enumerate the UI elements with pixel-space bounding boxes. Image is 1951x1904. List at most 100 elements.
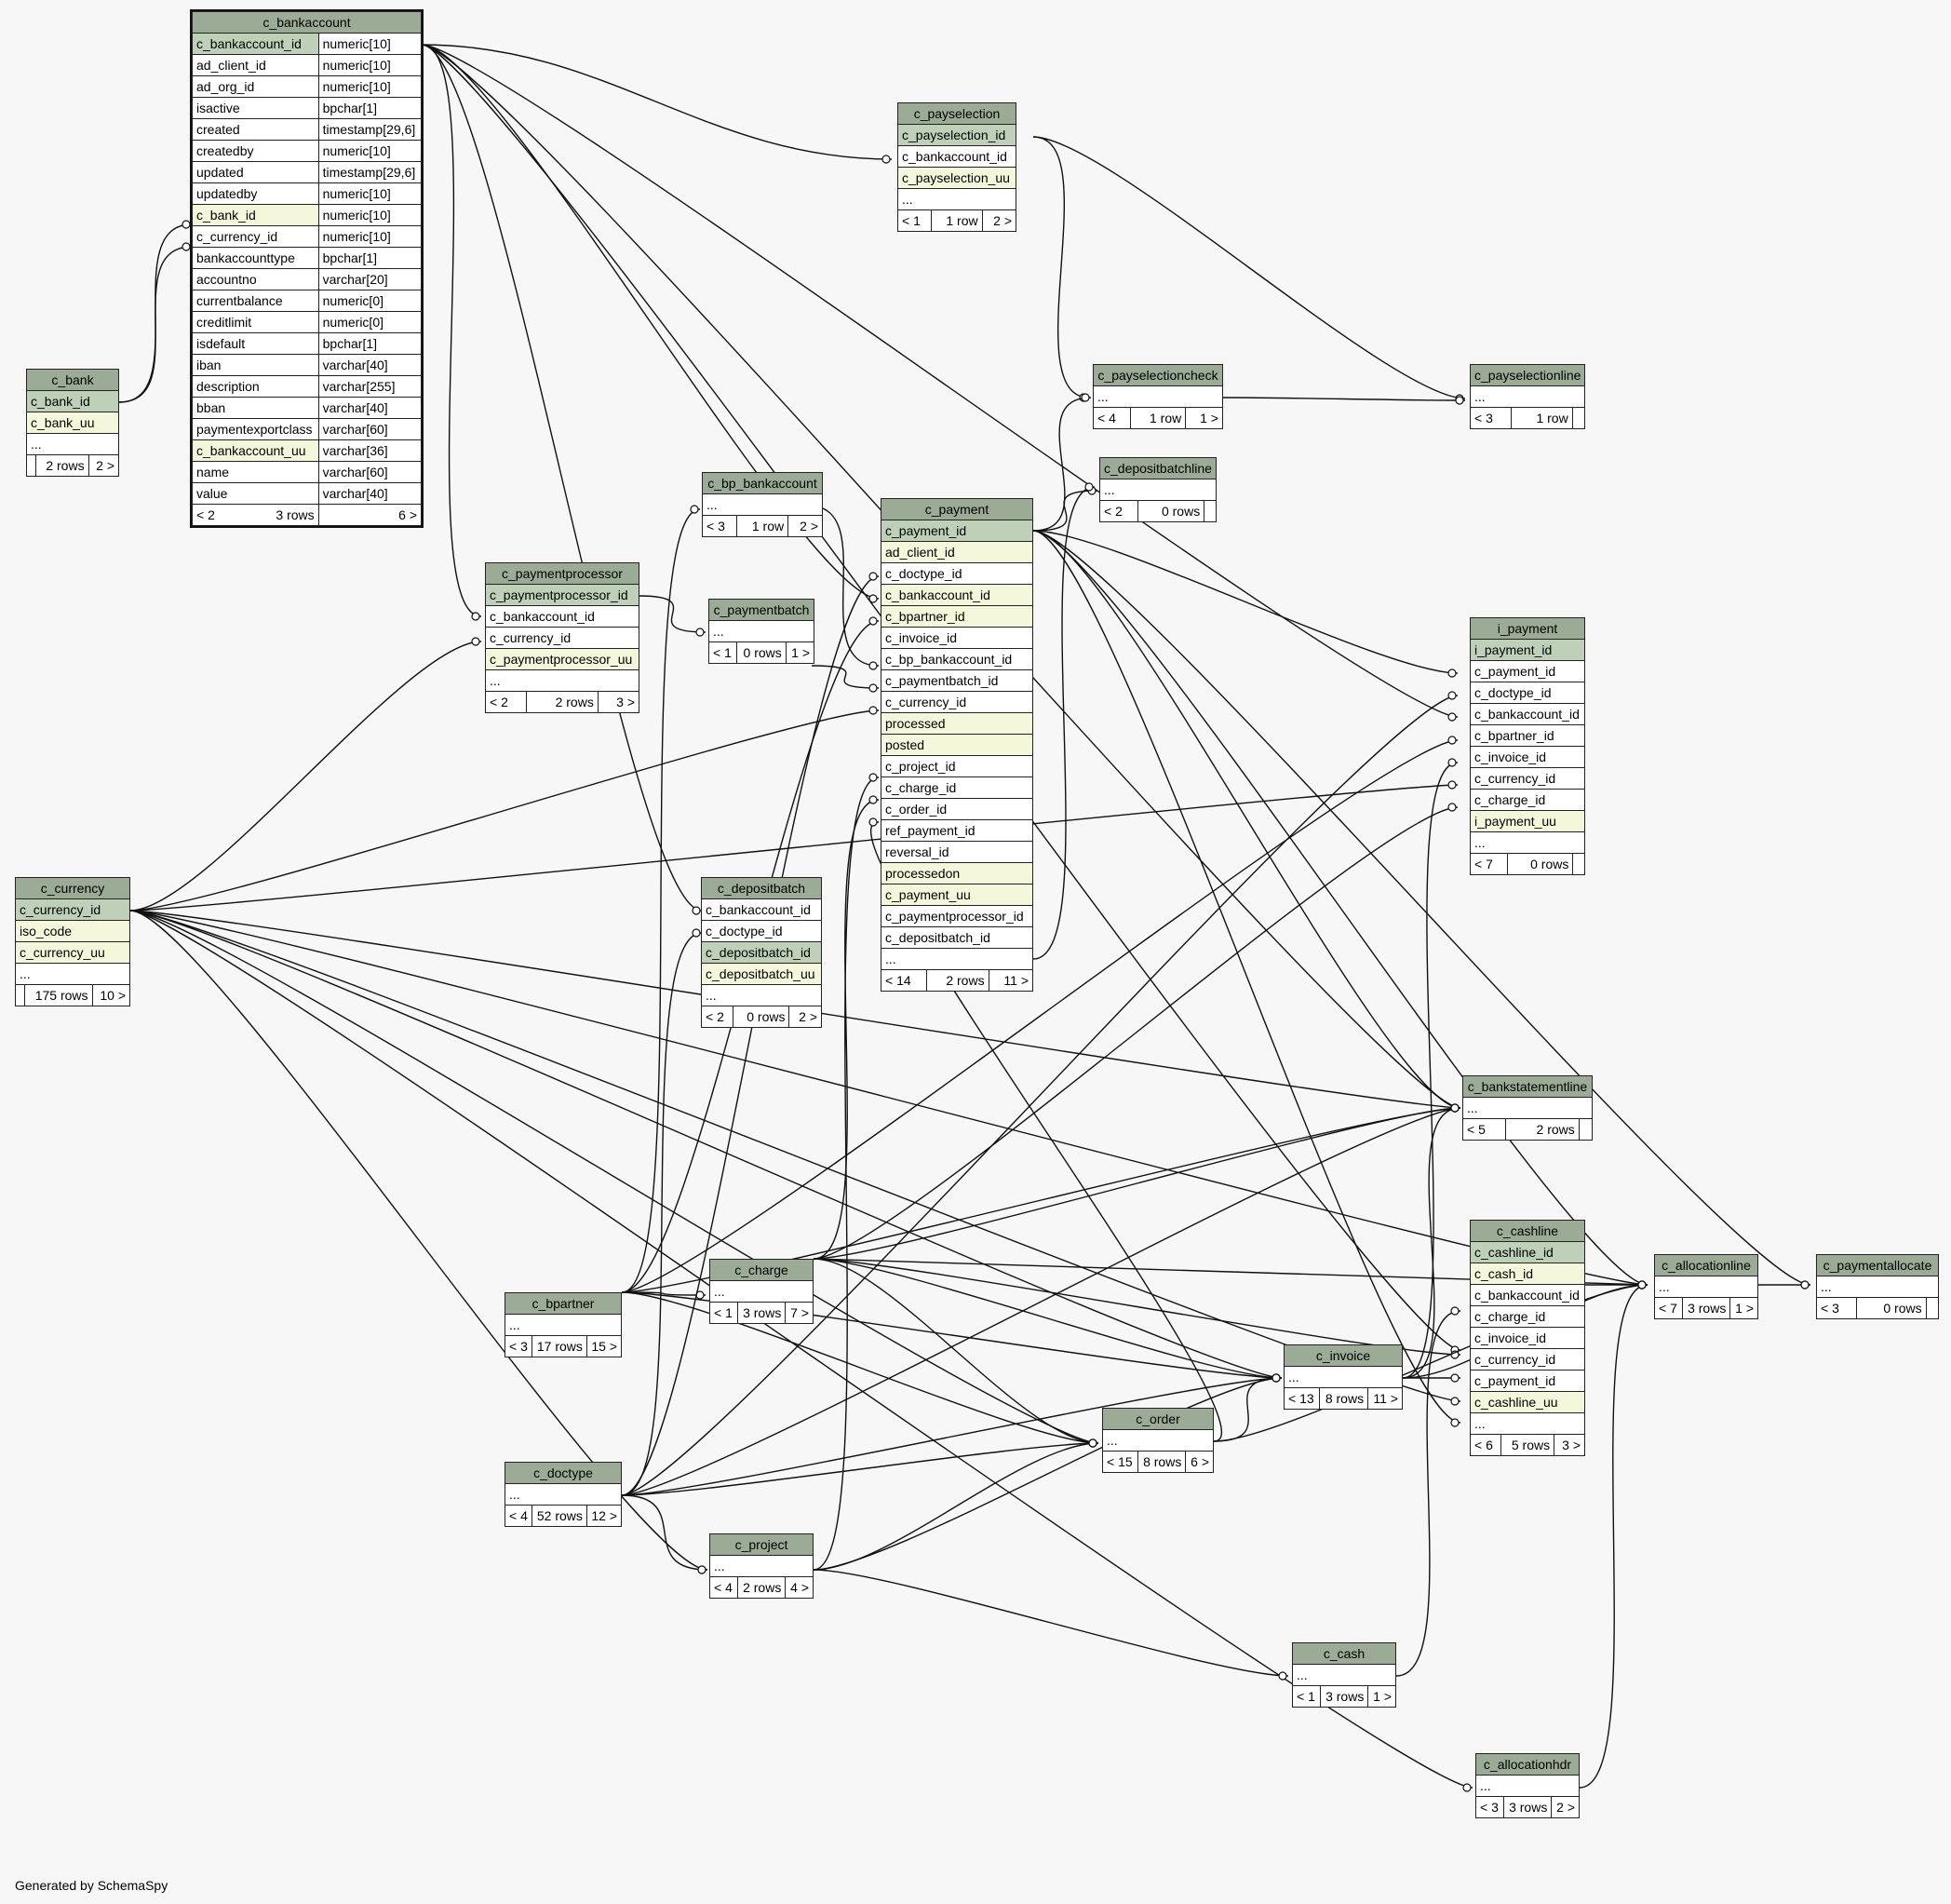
optional-marker (690, 505, 699, 514)
footer-rows: 175 rows (23, 984, 93, 1006)
table-row: c_bankaccount_id (1470, 1284, 1585, 1306)
table-row: c_payment_uu (881, 884, 1033, 906)
optional-marker (1088, 1438, 1097, 1448)
optional-marker (1637, 1280, 1647, 1290)
column-name: description (192, 375, 319, 398)
optional-marker (1447, 668, 1457, 678)
footer-prev: < 2 (700, 1006, 734, 1028)
table-row: c_bankaccount_id (897, 145, 1016, 168)
table-row: iso_code (15, 920, 130, 942)
optional-marker (697, 1565, 706, 1574)
table-title: c_payselectionline (1469, 364, 1586, 386)
table-row: ... (1469, 385, 1586, 408)
optional-marker (471, 637, 480, 646)
relationship-line (1395, 1310, 1461, 1677)
optional-marker (692, 906, 701, 915)
footer-prev (15, 984, 25, 1006)
table-row: ... (1284, 1366, 1403, 1388)
table-title: c_paymentallocate (1816, 1254, 1939, 1276)
optional-marker (1800, 1280, 1810, 1290)
table-row: c_doctype_id (1470, 682, 1585, 704)
table-row: c_charge_id (1470, 789, 1585, 811)
footer-next (1204, 500, 1217, 522)
relationship-line (813, 1258, 1283, 1379)
relationship-line (1032, 486, 1096, 960)
optional-marker (1450, 1103, 1460, 1113)
generated-by-footer: Generated by SchemaSpy (15, 1878, 168, 1893)
optional-marker (1087, 486, 1097, 495)
footer-rows: 17 rows (531, 1335, 587, 1357)
optional-marker (1272, 1373, 1281, 1383)
footer-rows: 2 rows (35, 454, 89, 477)
footer-rows: 0 rows (1507, 853, 1574, 875)
footer-rows: 2 rows (925, 969, 989, 992)
relationship-line (813, 1107, 1461, 1260)
table-footer-next: 6 > (317, 504, 423, 526)
footer-prev: < 3 (1816, 1297, 1857, 1319)
table-row: c_paymentprocessor_uu (485, 648, 639, 670)
optional-marker (1450, 1103, 1460, 1113)
column-type: numeric[10] (317, 182, 423, 205)
table-title: c_cashline (1470, 1220, 1585, 1242)
footer-rows: 1 row (931, 209, 983, 232)
optional-marker (1081, 393, 1090, 402)
relationship-line (813, 1377, 1283, 1571)
table-row: c_bpartner_id (881, 605, 1033, 628)
footer-next: 1 > (1185, 407, 1223, 429)
footer-rows: 2 rows (736, 1576, 787, 1599)
relationship-line (621, 1291, 1099, 1444)
optional-marker (1088, 1438, 1097, 1448)
footer-prev: < 4 (504, 1505, 533, 1527)
footer-prev: < 1 (709, 1302, 738, 1324)
footer-next (1578, 1118, 1594, 1141)
footer-next: 3 > (597, 691, 640, 713)
footer-prev: < 14 (881, 969, 927, 992)
table-row: c_currency_uu (15, 941, 130, 964)
table-title: c_allocationline (1654, 1254, 1758, 1276)
table-row: c_doctype_id (701, 920, 822, 942)
table-row: ... (1462, 1097, 1593, 1119)
table-row: c_depositbatch_id (881, 926, 1033, 949)
table-row: ... (26, 433, 119, 455)
table-row: ... (1093, 385, 1223, 408)
footer-prev: < 6 (1470, 1434, 1501, 1456)
optional-marker (1450, 1103, 1460, 1113)
table-row: ... (1475, 1775, 1580, 1797)
table-row: c_depositbatch_uu (701, 963, 822, 985)
relationship-line (1032, 136, 1466, 399)
table-title: c_payment (881, 498, 1033, 520)
optional-marker (1637, 1280, 1647, 1290)
footer-prev: < 3 (504, 1335, 533, 1357)
optional-marker (1800, 1280, 1810, 1290)
relationship-line (621, 1494, 708, 1571)
relationship-line (129, 641, 482, 911)
footer-next: 1 > (1729, 1297, 1758, 1319)
optional-marker (1450, 1373, 1460, 1383)
